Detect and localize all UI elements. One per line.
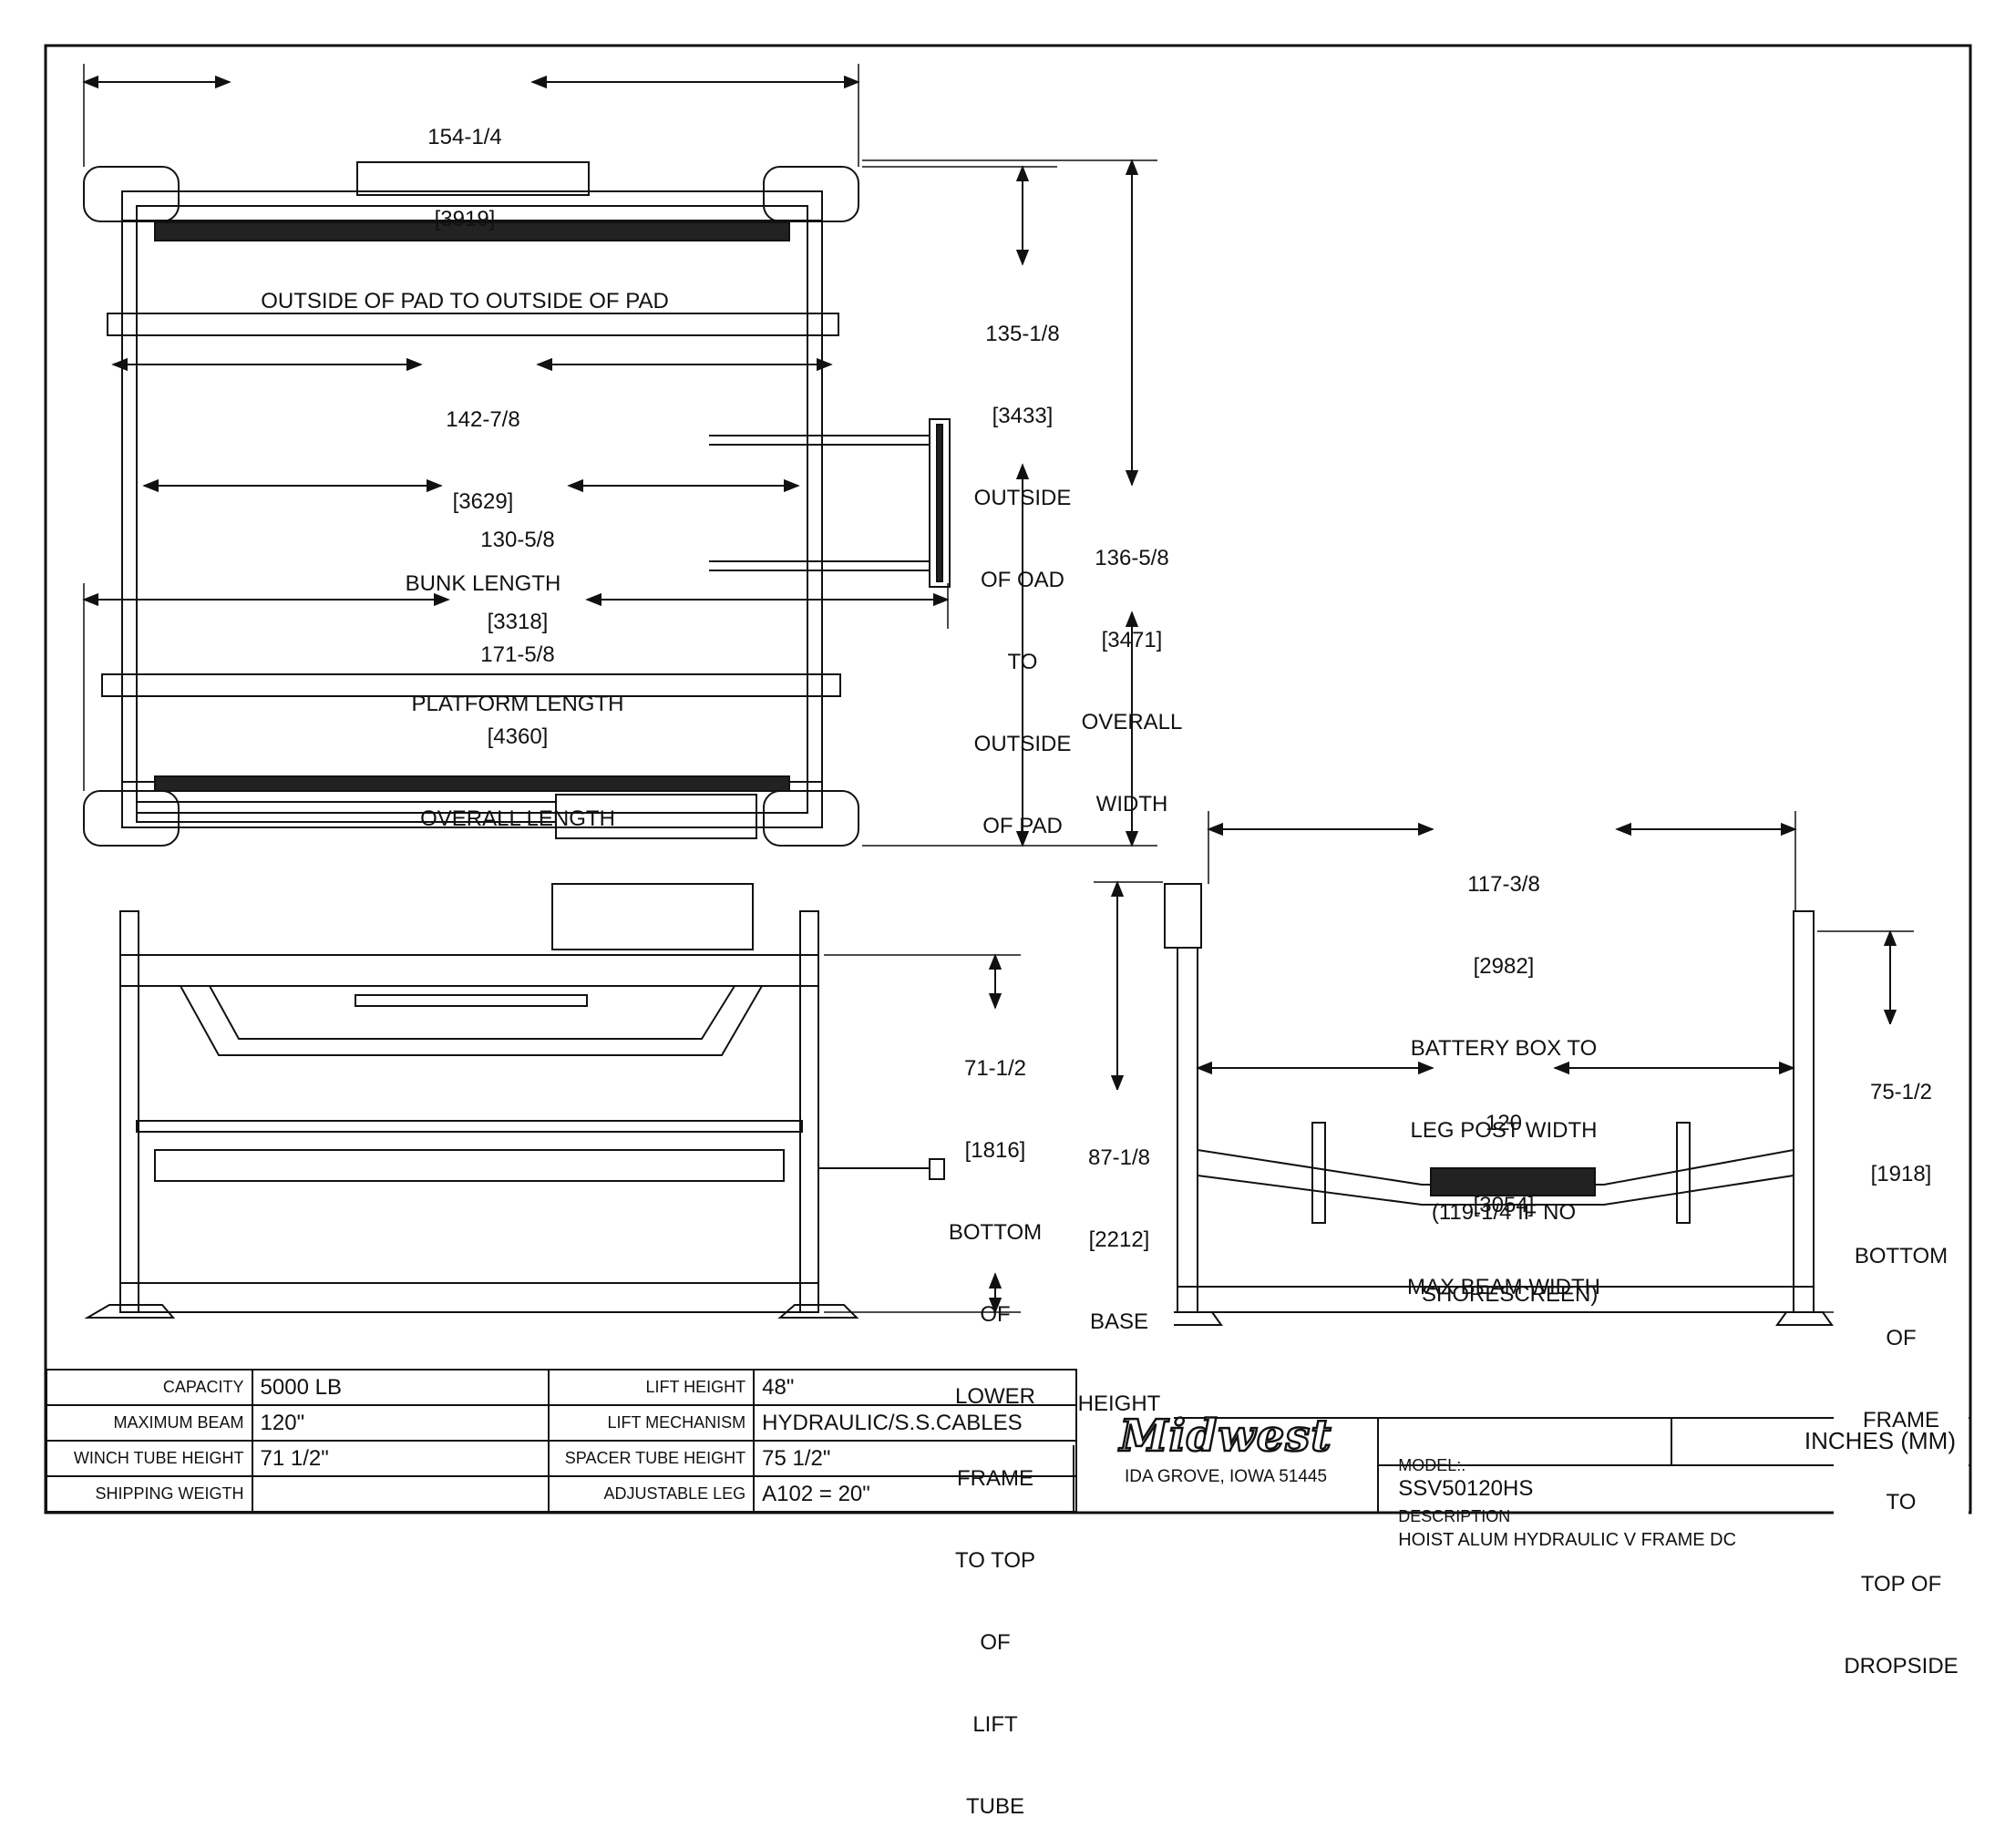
dim-outside-oad-l3: TO: [1007, 650, 1038, 674]
brand-name: Midwest: [1118, 1410, 1332, 1463]
dim-dropside-l2: OF: [1886, 1326, 1917, 1350]
dim-base-height-l1: BASE: [1089, 1309, 1149, 1334]
dim-outside-pad-mm: [3919]: [434, 207, 496, 231]
dim-overall-width-l1: OVERALL: [1081, 710, 1183, 734]
model-number: SSV50120HS: [1398, 1476, 1534, 1501]
dim-outside-pad: 154-1/4 [3919] OUTSIDE OF PAD TO OUTSIDE…: [210, 69, 720, 343]
spec-row: WINCH TUBE HEIGHT 71 1/2" SPACER TUBE HE…: [46, 1440, 1077, 1477]
dim-outside-oad: 135-1/8 [3433] OUTSIDE OF OAD TO OUTSIDE…: [950, 266, 1095, 868]
spec-key: SPACER TUBE HEIGHT: [547, 1440, 756, 1477]
spec-key: WINCH TUBE HEIGHT: [46, 1440, 253, 1477]
dim-bunk-length-mm: [3629]: [452, 489, 514, 514]
drawing-sheet: [44, 44, 1972, 1514]
dim-base-height: 87-1/8 [2212] BASE HEIGHT: [1064, 1090, 1174, 1445]
dim-overall-length-value: 171-5/8: [480, 642, 555, 667]
dim-battery-box-l3: (119-1/4 IF NO: [1431, 1200, 1577, 1225]
dim-bunk-length: 142-7/8 [3629] BUNK LENGTH: [374, 352, 592, 625]
dim-dropside-l4: TO: [1886, 1490, 1917, 1514]
dim-battery-box-l1: BATTERY BOX TO: [1410, 1036, 1598, 1061]
dim-lower-frame-l1: BOTTOM: [948, 1220, 1043, 1245]
dim-overall-width-l2: WIDTH: [1095, 792, 1168, 816]
spec-value: 120": [251, 1404, 550, 1442]
spec-value: 71 1/2": [251, 1440, 550, 1477]
dim-overall-width-mm: [3471]: [1101, 628, 1163, 652]
dim-platform-length-value: 130-5/8: [480, 528, 555, 552]
dim-lower-frame-l5: TO TOP: [954, 1548, 1036, 1573]
spec-value: 5000 LB: [251, 1369, 550, 1406]
dim-dropside-l1: BOTTOM: [1854, 1244, 1948, 1268]
dim-battery-box-l4: SHORESCREEN): [1409, 1282, 1599, 1307]
dim-max-beam-value: 120: [1485, 1111, 1523, 1135]
spec-key: MAXIMUM BEAM: [46, 1404, 253, 1442]
spec-key: SHIPPING WEIGTH: [46, 1475, 253, 1513]
dim-overall-length: 171-5/8 [4360] OVERALL LENGTH: [381, 587, 654, 860]
spec-value: HYDRAULIC/S.S.CABLES: [753, 1404, 1077, 1442]
dim-lower-frame-value: 71-1/2: [963, 1056, 1027, 1081]
company-location: IDA GROVE, IOWA 51445: [1124, 1467, 1328, 1486]
dim-base-height-value: 87-1/8: [1087, 1145, 1151, 1170]
dim-overall-width-value: 136-5/8: [1095, 546, 1169, 570]
dim-battery-box-l2: LEG POST WIDTH: [1410, 1118, 1598, 1143]
dim-max-beam-label: MAX BEAM WIDTH: [1406, 1275, 1600, 1299]
dim-overall-length-label: OVERALL LENGTH: [420, 806, 615, 831]
dim-battery-box: 117-3/8 [2982] BATTERY BOX TO LEG POST W…: [1367, 816, 1640, 1336]
spec-key: LIFT HEIGHT: [547, 1369, 756, 1406]
dim-bunk-length-value: 142-7/8: [446, 407, 520, 432]
dim-dropside-mm: [1918]: [1870, 1162, 1932, 1186]
company-logo: Midwest IDA GROVE, IOWA 51445: [1075, 1410, 1376, 1487]
spec-row: MAXIMUM BEAM 120" LIFT MECHANISM HYDRAUL…: [46, 1404, 1077, 1442]
dim-dropside-l5: TOP OF: [1860, 1572, 1942, 1596]
dim-outside-pad-label: OUTSIDE OF PAD TO OUTSIDE OF PAD: [261, 289, 669, 313]
dim-platform-length-mm: [3318]: [487, 610, 549, 634]
dim-battery-box-mm: [2982]: [1473, 954, 1535, 979]
dim-overall-width: 136-5/8 [3471] OVERALL WIDTH: [1068, 490, 1196, 846]
dim-lower-frame-l8: TUBE: [965, 1794, 1024, 1819]
dim-bunk-length-label: BUNK LENGTH: [405, 571, 561, 596]
end-view: [1156, 883, 1834, 1326]
description-field: DESCRIPTION HOIST ALUM HYDRAULIC V FRAME…: [1387, 1480, 1736, 1551]
dim-max-beam-mm: [3054]: [1473, 1193, 1535, 1217]
dim-lower-frame-l6: OF: [980, 1630, 1011, 1655]
spec-value: 48": [753, 1369, 1077, 1406]
dim-platform-length: 130-5/8 [3318] PLATFORM LENGTH: [381, 472, 654, 745]
dim-outside-pad-value: 154-1/4: [427, 125, 502, 149]
units-label: INCHES (MM): [1804, 1427, 1956, 1454]
description-text: HOIST ALUM HYDRAULIC V FRAME DC: [1398, 1530, 1737, 1550]
spec-key: ADJUSTABLE LEG: [547, 1475, 756, 1513]
dim-lower-frame-l2: OF: [980, 1302, 1011, 1327]
spec-value: A102 = 20": [753, 1475, 1077, 1513]
dim-outside-oad-value: 135-1/8: [985, 322, 1060, 346]
spec-key: LIFT MECHANISM: [547, 1404, 756, 1442]
spec-value: 75 1/2": [753, 1440, 1077, 1477]
dim-outside-oad-l2: OF OAD: [980, 568, 1064, 592]
dim-platform-length-label: PLATFORM LENGTH: [411, 692, 624, 716]
dim-lower-frame-mm: [1816]: [964, 1138, 1026, 1163]
dim-base-height-l2: HEIGHT: [1077, 1391, 1161, 1416]
dim-lower-frame-l7: LIFT: [972, 1712, 1018, 1737]
top-view: [83, 161, 951, 847]
dim-dropside: 75-1/2 [1918] BOTTOM OF FRAME TO TOP OF …: [1834, 1024, 1969, 1708]
dim-overall-length-mm: [4360]: [487, 724, 549, 749]
side-view: [84, 883, 945, 1319]
dim-base-height-mm: [2212]: [1088, 1227, 1150, 1252]
model-label: MODEL:.: [1398, 1456, 1466, 1474]
dim-outside-oad-mm: [3433]: [992, 404, 1054, 428]
dim-outside-oad-l4: OUTSIDE: [973, 732, 1072, 756]
model-field: MODEL:. SSV50120HS: [1387, 1429, 1533, 1502]
spec-row: SHIPPING WEIGTH ADJUSTABLE LEG A102 = 20…: [46, 1475, 1077, 1513]
spec-value: [251, 1475, 550, 1513]
dim-battery-box-value: 117-3/8: [1467, 872, 1540, 897]
dim-dropside-value: 75-1/2: [1869, 1080, 1933, 1104]
dim-outside-oad-l1: OUTSIDE: [973, 486, 1072, 510]
spec-key: CAPACITY: [46, 1369, 253, 1406]
description-label: DESCRIPTION: [1398, 1507, 1511, 1525]
spec-table: CAPACITY 5000 LB LIFT HEIGHT 48" MAXIMUM…: [46, 1369, 1077, 1513]
dim-dropside-l3: FRAME: [1863, 1408, 1939, 1432]
dim-max-beam: 120 [3054] MAX BEAM WIDTH: [1385, 1055, 1622, 1329]
dim-dropside-l6: DROPSIDE: [1844, 1654, 1959, 1679]
spec-row: CAPACITY 5000 LB LIFT HEIGHT 48": [46, 1369, 1077, 1406]
dim-outside-oad-l5: OF PAD: [982, 814, 1063, 838]
